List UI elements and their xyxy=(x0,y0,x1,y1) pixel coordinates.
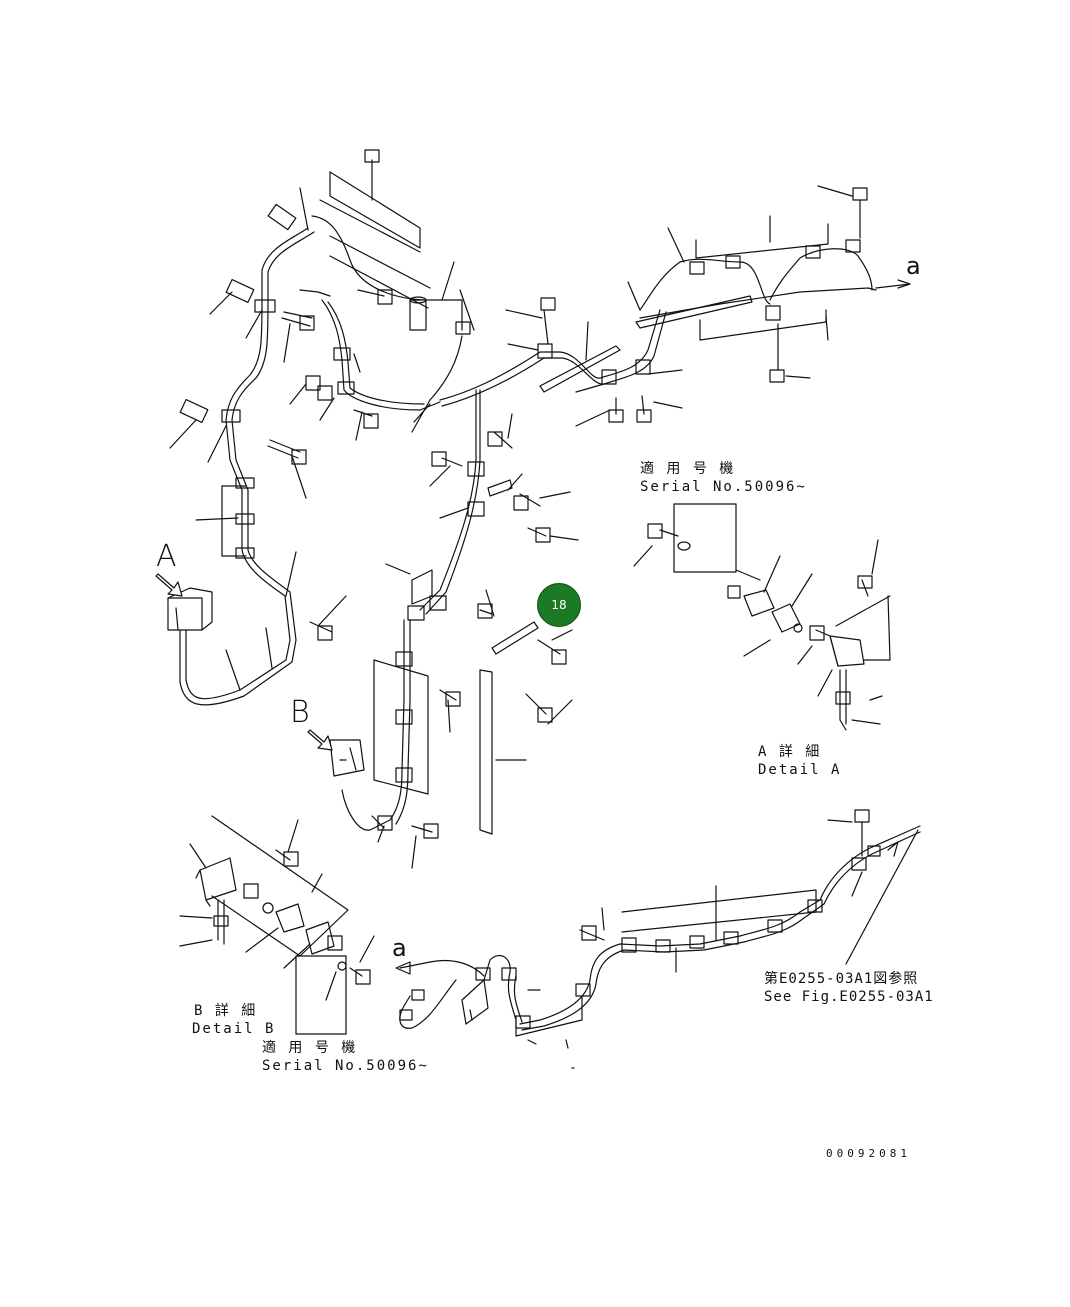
upper-center-bracket xyxy=(289,149,475,441)
figure-ref-en: See Fig.E0255-03A1 xyxy=(764,989,934,1005)
serial-upper-jp: 適 用 号 機 xyxy=(640,461,736,477)
callout-number: 18 xyxy=(551,598,567,612)
detail-a-en: Detail A xyxy=(758,762,842,778)
view-a-marker: A xyxy=(156,539,177,574)
view-b-marker: B xyxy=(290,695,310,730)
view-b-arrow xyxy=(307,729,333,751)
serial-lower-jp: 適 用 号 機 xyxy=(262,1040,358,1056)
serial-upper-en: Serial No.50096~ xyxy=(640,479,807,495)
detail-b-en: Detail B xyxy=(192,1021,276,1037)
center-harness xyxy=(329,297,667,869)
arrow-a-lower-label: a xyxy=(392,934,407,962)
upper-left-harness xyxy=(167,187,347,706)
figure-ref-jp: 第E0255-03A1図参照 xyxy=(764,971,919,987)
detail-b-assembly xyxy=(179,815,375,1035)
detail-a-assembly xyxy=(633,503,891,731)
arrow-a-upper-label: a xyxy=(906,252,921,280)
upper-right-harness xyxy=(505,185,911,427)
lower-harness xyxy=(395,809,921,1069)
detail-b-jp: B 詳 細 xyxy=(194,1003,258,1019)
view-a-arrow xyxy=(155,573,183,597)
callout-18-badge[interactable]: 18 xyxy=(537,583,581,627)
detail-a-jp: A 詳 細 xyxy=(758,744,822,760)
serial-lower-en: Serial No.50096~ xyxy=(262,1058,429,1074)
document-number: 00092081 xyxy=(826,1147,911,1160)
